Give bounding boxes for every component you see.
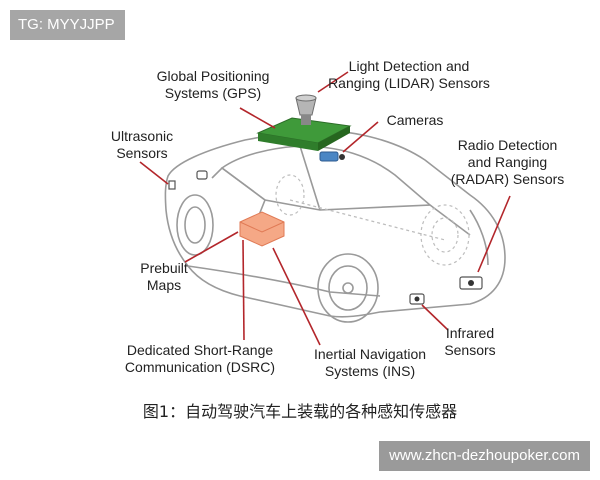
ins-leader xyxy=(272,247,321,346)
side-sensor xyxy=(196,170,208,180)
maps-label: Prebuilt Maps xyxy=(140,260,188,293)
infrared-label: Infrared Sensors xyxy=(444,325,496,358)
radar-label: Radio Detection and Ranging (RADAR) Sens… xyxy=(450,137,565,187)
lidar-leader xyxy=(317,71,349,93)
ins-label: Inertial Navigation Systems (INS) xyxy=(313,346,427,379)
ultrasonic-label: Ultrasonic Sensors xyxy=(110,128,174,161)
leader-lines xyxy=(139,71,511,346)
gps-roof-unit xyxy=(256,117,352,151)
radar-leader xyxy=(477,195,511,273)
lidar-sensor xyxy=(295,94,317,125)
dsrc-label: Dedicated Short-Range Communication (DSR… xyxy=(124,342,276,375)
rear-wheel xyxy=(176,194,214,256)
cameras-leader xyxy=(342,121,379,153)
figure-caption: 图1：自动驾驶汽车上装载的各种感知传感器 xyxy=(142,402,458,421)
cameras-label: Cameras xyxy=(386,112,444,128)
ultrasonic-sensor xyxy=(168,180,176,190)
watermark-top: TG: MYYJJPP xyxy=(10,10,125,40)
maps-leader xyxy=(184,231,239,263)
lidar-label: Light Detection and Ranging (LIDAR) Sens… xyxy=(328,58,490,91)
gps-label: Global Positioning Systems (GPS) xyxy=(156,68,270,101)
prebuilt-map-box xyxy=(239,211,285,247)
infrared-leader xyxy=(421,304,449,331)
far-wheel xyxy=(275,174,470,266)
camera-sensor xyxy=(319,151,345,162)
front-wheel xyxy=(317,253,379,323)
gps-leader xyxy=(239,107,276,129)
car-diagram xyxy=(139,71,511,346)
watermark-bottom: www.zhcn-dezhoupoker.com xyxy=(379,441,590,471)
ultrasonic-leader xyxy=(139,161,169,185)
dsrc-leader xyxy=(242,239,245,341)
